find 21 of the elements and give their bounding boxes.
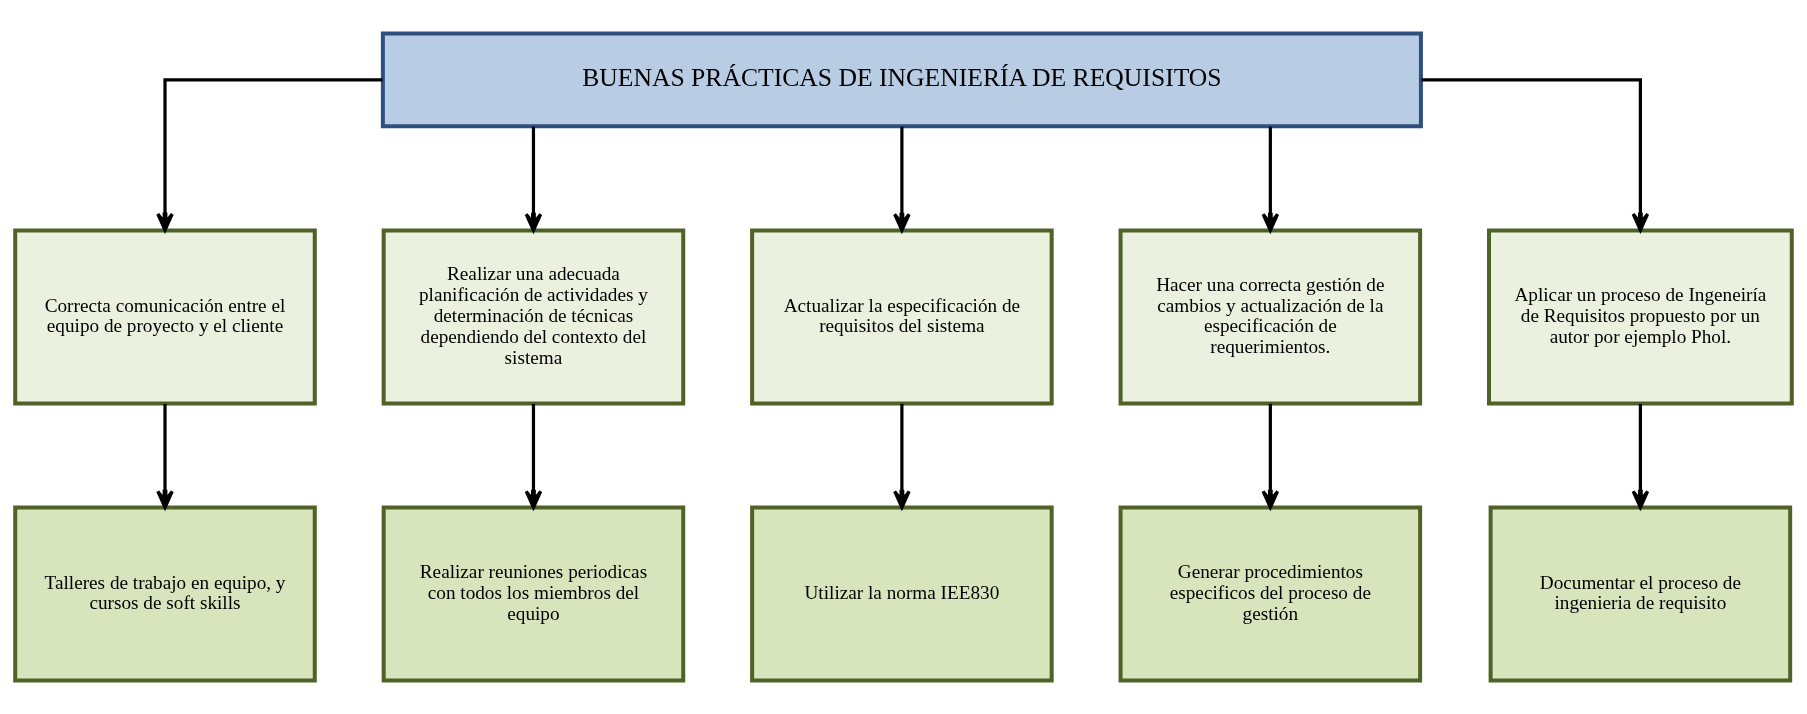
arrow xyxy=(524,403,543,510)
node-box: Actualizar la especificación de requisitos del sistema xyxy=(750,228,1054,406)
arrow xyxy=(524,126,543,232)
node-box: Realizar reuniones periodicas con todos los miembros del equipo xyxy=(381,505,686,683)
node-box: Utilizar la norma IEE830 xyxy=(750,505,1054,683)
node-box: Documentar el proceso de ingenieria de requisito xyxy=(1488,505,1793,683)
node-box: Realizar una adecuada planificación de actividades y determinación de técnicas dependiendo del contexto del sistema xyxy=(381,228,686,406)
node-box: Talleres de trabajo en equipo, y cursos de soft skills xyxy=(13,505,317,683)
arrow xyxy=(893,403,911,510)
node-box: Correcta comunicación entre el equipo de proyecto y el cliente xyxy=(13,228,317,406)
node-box: BUENAS PRÁCTICAS DE INGENIERÍA DE REQUISITOS xyxy=(380,31,1423,129)
node-box: Generar procedimientos especificos del proceso de gestión xyxy=(1118,505,1423,683)
node-box: Hacer una correcta gestión de cambios y actualización de la especificación de requerimientos. xyxy=(1118,228,1423,406)
arrow xyxy=(893,126,911,232)
arrow xyxy=(156,403,174,510)
arrow xyxy=(1261,403,1280,510)
arrow xyxy=(1421,78,1650,232)
node-box: Aplicar un proceso de Ingeneiría de Requisitos propuesto por un autor por ejemplo Phol. xyxy=(1487,228,1794,406)
arrow xyxy=(1261,126,1280,232)
arrow xyxy=(1631,403,1650,510)
arrow xyxy=(156,78,383,232)
